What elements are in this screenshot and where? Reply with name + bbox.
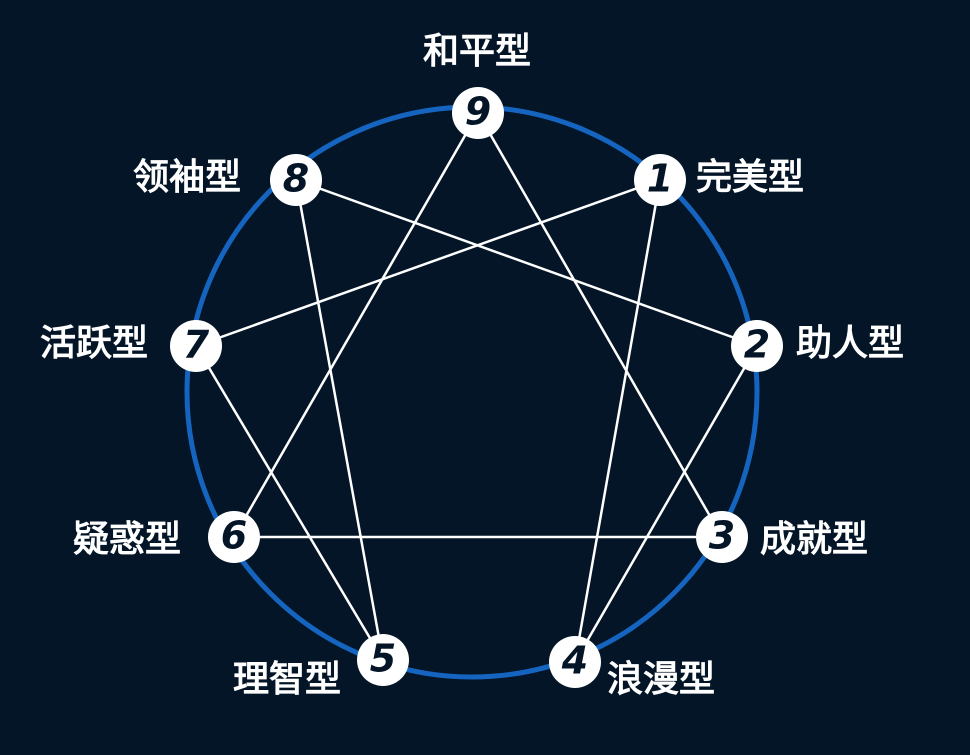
node-5: [357, 634, 409, 686]
connection-line-2-8: [295, 178, 758, 348]
connection-line-6-9: [232, 112, 480, 538]
node-9: [452, 87, 504, 139]
node-4: [549, 636, 601, 688]
node-6: [208, 511, 260, 563]
label-type-2: 助人型: [796, 323, 905, 364]
node-number-7: 7: [183, 323, 210, 367]
label-type-7: 活跃型: [40, 323, 149, 364]
node-2: [731, 320, 783, 372]
label-type-3: 成就型: [760, 519, 869, 560]
connection-line-1-4: [573, 179, 662, 663]
node-7: [170, 320, 222, 372]
label-type-4: 浪漫型: [607, 659, 716, 700]
label-type-9: 和平型: [423, 31, 532, 72]
label-type-8: 领袖型: [133, 157, 242, 198]
node-number-3: 3: [709, 514, 735, 558]
node-number-5: 5: [370, 637, 396, 681]
connection-line-8-5: [294, 179, 385, 661]
connection-line-5-7: [194, 345, 385, 661]
node-number-6: 6: [221, 514, 247, 558]
node-number-8: 8: [283, 157, 309, 201]
label-type-5: 理智型: [233, 659, 342, 700]
connection-line-4-2: [573, 345, 759, 663]
label-type-6: 疑惑型: [73, 519, 182, 560]
node-number-2: 2: [744, 323, 770, 367]
connection-line-9-3: [476, 112, 724, 538]
node-number-4: 4: [561, 639, 588, 683]
label-type-1: 完美型: [696, 157, 805, 198]
node-3: [696, 511, 748, 563]
node-8: [270, 154, 322, 206]
connection-line-7-1: [195, 178, 661, 348]
node-number-9: 9: [465, 90, 491, 134]
node-1: [634, 154, 686, 206]
node-number-1: 1: [647, 157, 673, 201]
